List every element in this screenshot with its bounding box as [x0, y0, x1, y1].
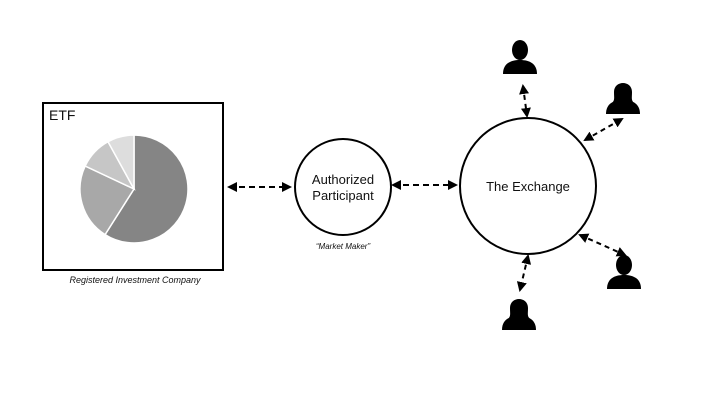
pie-slice-4	[106, 134, 135, 190]
etf-title: ETF	[49, 107, 75, 123]
pie-slice-1	[104, 134, 189, 244]
investor-top-person-icon	[503, 40, 537, 74]
exchange-label: The Exchange	[486, 179, 570, 194]
market-maker-caption: “Market Maker”	[316, 242, 371, 251]
ap-label-line1: Authorized	[312, 172, 374, 187]
exchange-investor-top-connector	[519, 84, 531, 118]
exchange-node: The Exchange	[459, 117, 597, 255]
ap-label-line2: Participant	[312, 188, 374, 203]
investor-right-bottom-person-icon	[607, 255, 641, 289]
exchange-investor-right-bottom-connector	[578, 233, 627, 257]
exchange-circle	[459, 117, 597, 255]
investor-right-top-person-icon	[606, 83, 640, 114]
exchange-investor-right-top-connector	[583, 118, 624, 141]
investor-bottom-person-icon	[502, 299, 536, 330]
etf-pie-chart	[79, 134, 189, 244]
authorized-participant-circle	[294, 138, 392, 236]
exchange-investor-bottom-connector	[516, 254, 532, 292]
etf-box: ETF	[42, 102, 224, 271]
etf-caption: Registered Investment Company	[69, 275, 201, 285]
authorized-participant-node: Authorized Participant	[294, 138, 392, 236]
